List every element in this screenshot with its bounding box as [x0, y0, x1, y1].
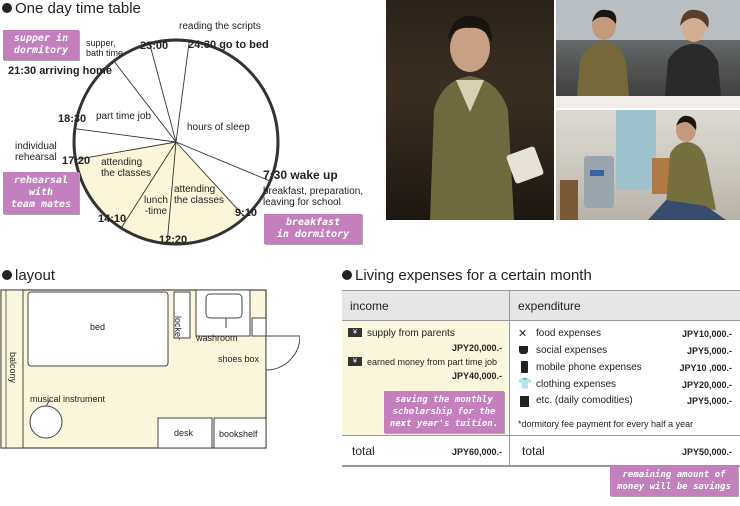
- day-clock-chart: [72, 38, 280, 246]
- exp-total-label: total: [522, 444, 545, 458]
- note-remaining-savings: remaining amount of money will be saving…: [610, 466, 738, 496]
- photo-student-dorm-room: [556, 110, 740, 220]
- students-talking-icon: [556, 0, 740, 108]
- expenses-header-row: [342, 291, 740, 321]
- exp-label-2: mobile phone expenses: [536, 362, 642, 373]
- label-balcony: balcony: [8, 352, 18, 384]
- income-value-1: JPY40,000.-: [451, 371, 502, 381]
- label-desk: desk: [174, 428, 194, 438]
- cup-icon: [519, 346, 528, 354]
- yen-icon: ¥: [348, 357, 362, 366]
- income-label-0: supply from parents: [367, 328, 455, 339]
- time-1220: 12:20: [159, 234, 188, 246]
- clock-face: [72, 38, 280, 246]
- fork-knife-icon: ✕: [518, 328, 528, 340]
- dorm-fee-note: *dormitory fee payment for every half a …: [518, 419, 694, 429]
- clock-divider-line: [113, 60, 177, 143]
- label-breakfast-prep: breakfast, preparation, leaving for scho…: [263, 186, 364, 208]
- exp-label-0: food expenses: [536, 328, 602, 339]
- exp-label-3: clothing expenses: [536, 379, 617, 390]
- tshirt-icon: 👕: [518, 378, 532, 390]
- note-breakfast-in-dormitory: breakfast in dormitory: [264, 214, 362, 244]
- time-1830: 18:30: [58, 113, 87, 125]
- time-0730: 7:30 wake up: [263, 168, 338, 182]
- label-supper-bath: supper, bath time: [86, 38, 124, 58]
- photo-student-standing: [386, 0, 554, 220]
- mobile-phone-icon: [521, 361, 528, 373]
- income-value-0: JPY20,000.-: [451, 343, 502, 353]
- exp-value-1: JPY5,000.-: [686, 346, 732, 356]
- bottom-rule: [342, 465, 740, 467]
- label-bed: bed: [90, 322, 106, 332]
- time-1410: 14:10: [98, 213, 127, 225]
- label-musical-instrument: musical instrument: [30, 394, 106, 404]
- column-divider: [509, 291, 510, 467]
- label-lunch-time: lunch -time: [144, 195, 168, 217]
- income-header: income: [350, 299, 389, 313]
- label-hours-of-sleep: hours of sleep: [187, 122, 250, 133]
- time-1720: 17:20: [62, 155, 91, 167]
- school-hours-wedge: [75, 142, 245, 245]
- income-total-label: total: [352, 444, 375, 458]
- time-2430: 24:30 go to bed: [188, 39, 269, 51]
- timetable-title: One day time table: [2, 0, 141, 17]
- note-supper-in-dormitory: supper in dormitory: [3, 30, 79, 60]
- total-divider: [342, 435, 740, 436]
- note-rehearsal-team-mates: rehearsal with team mates: [3, 172, 79, 214]
- exp-value-3: JPY20,000.-: [681, 380, 732, 390]
- label-reading-scripts: reading the scripts: [179, 21, 261, 32]
- bullet-icon: [2, 3, 12, 13]
- clock-divider-line: [166, 141, 177, 244]
- student-in-room-icon: [560, 110, 726, 220]
- clock-divider-line: [175, 141, 246, 218]
- note-saving-scholarship: saving the monthly scholarship for the n…: [384, 391, 504, 433]
- clock-divider-line: [75, 141, 177, 161]
- expenditure-header: expenditure: [518, 299, 581, 313]
- label-locker: locker: [173, 316, 183, 341]
- floor-plan: [0, 289, 300, 449]
- exp-value-2: JPY10 ,000.-: [679, 363, 732, 373]
- exp-value-4: JPY5,000.-: [686, 396, 732, 406]
- time-0910: 9:10: [235, 207, 258, 219]
- bullet-icon: [342, 270, 352, 280]
- expenses-title: Living expenses for a certain month: [342, 267, 592, 284]
- label-attending-classes-1: attending the classes: [101, 157, 152, 179]
- income-label-1: earned money from part time job: [367, 357, 498, 367]
- exp-value-0: JPY10,000.-: [681, 329, 732, 339]
- clock-divider-line: [175, 141, 271, 182]
- yen-icon: ¥: [348, 328, 362, 337]
- layout-title: layout: [2, 267, 55, 284]
- label-attending-classes-2: attending the classes: [174, 184, 225, 206]
- exp-total-value: JPY50,000.-: [681, 447, 732, 457]
- income-total-value: JPY60,000.-: [451, 447, 502, 457]
- label-washroom: washroom: [196, 333, 238, 343]
- exp-label-4: etc. (daily comodities): [536, 395, 633, 406]
- bullet-icon: [2, 270, 12, 280]
- expenses-table: income expenditure ¥ supply from parents…: [342, 290, 740, 467]
- time-2300: 23:00: [140, 40, 169, 52]
- clock-divider-line: [120, 141, 177, 229]
- exp-label-1: social expenses: [536, 345, 608, 356]
- label-individual-rehearsal: individual rehearsal: [15, 141, 57, 163]
- photo-students-talking: [556, 0, 740, 108]
- book-icon: [520, 396, 529, 407]
- label-shoes-box: shoes box: [218, 354, 260, 364]
- clock-divider-line: [175, 40, 190, 143]
- label-part-time-job: part time job: [96, 111, 152, 122]
- clock-divider-line: [149, 43, 177, 143]
- student-portrait-icon: [430, 15, 544, 220]
- label-bookshelf: bookshelf: [219, 429, 258, 439]
- clock-divider-line: [74, 128, 177, 143]
- time-2130: 21:30 arriving home: [8, 65, 112, 77]
